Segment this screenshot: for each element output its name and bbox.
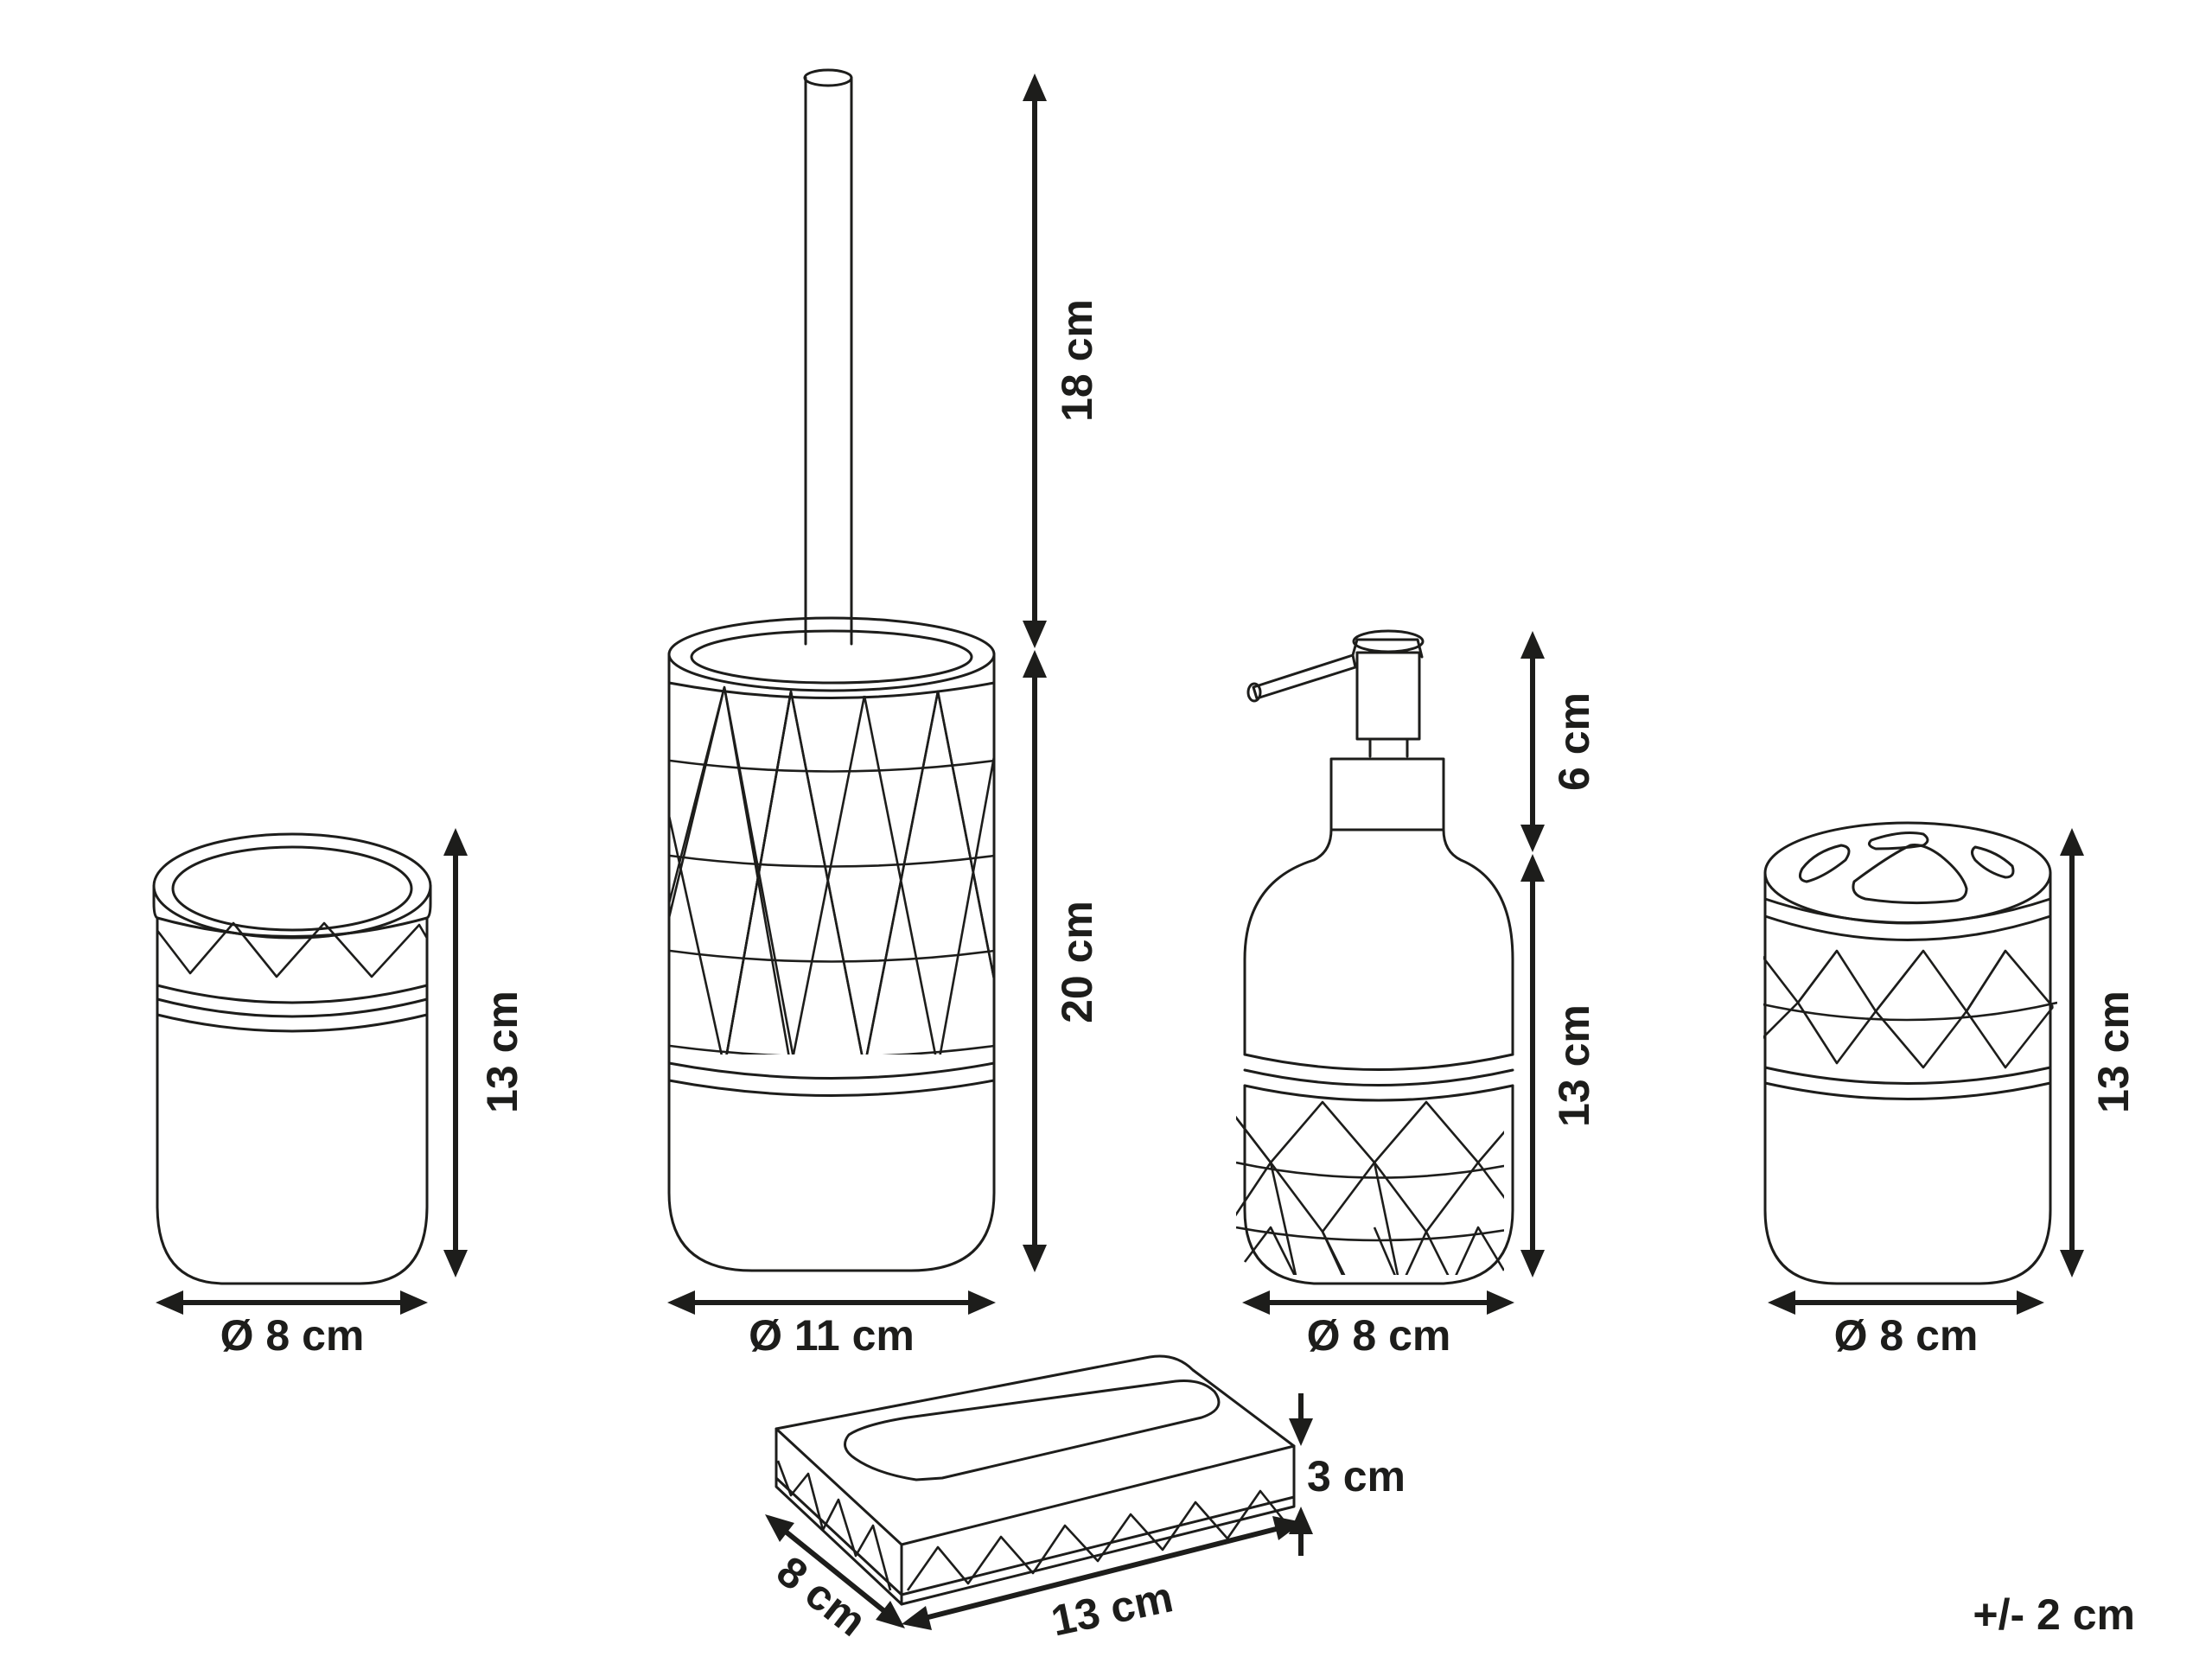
holder-height-label: 20 cm: [1053, 901, 1101, 1023]
toothbrush-slots: [1798, 832, 2015, 905]
toothbrush-holder-height-label: 13 cm: [2089, 991, 2138, 1113]
toilet-brush-drawing: [667, 68, 996, 1272]
toothbrush-holder-drawing: [1763, 821, 2057, 1285]
soap-dish-triangle-pattern: [776, 1460, 1290, 1591]
soap-dish-height-label: 3 cm: [1307, 1452, 1406, 1501]
dispenser-body-height-label: 13 cm: [1550, 1004, 1598, 1127]
toothbrush-holder-diameter-label: Ø 8 cm: [1834, 1311, 1979, 1360]
brush-diameter-label: Ø 11 cm: [749, 1311, 915, 1360]
tumbler-diameter-label: Ø 8 cm: [220, 1311, 365, 1360]
soap-dispenser-drawing: [1236, 629, 1514, 1285]
tumbler-triangle-pattern: [158, 921, 426, 978]
soap-dish-drawing: [775, 1354, 1296, 1606]
tolerance-note: +/- 2 cm: [1973, 1590, 2135, 1639]
soap-dispenser-triangle-pattern: [1236, 1100, 1504, 1275]
dimension-lines: [156, 73, 2084, 1630]
tumbler-height-label: 13 cm: [478, 991, 526, 1113]
soap-dispenser-diameter-label: Ø 8 cm: [1307, 1311, 1451, 1360]
brush-height-label: 18 cm: [1053, 299, 1101, 422]
brush-holder-triangle-pattern: [670, 685, 994, 1055]
pump-height-label: 6 cm: [1550, 692, 1598, 791]
toothbrush-holder-triangle-pattern: [1763, 949, 2057, 1069]
tumbler-drawing: [152, 832, 432, 1285]
